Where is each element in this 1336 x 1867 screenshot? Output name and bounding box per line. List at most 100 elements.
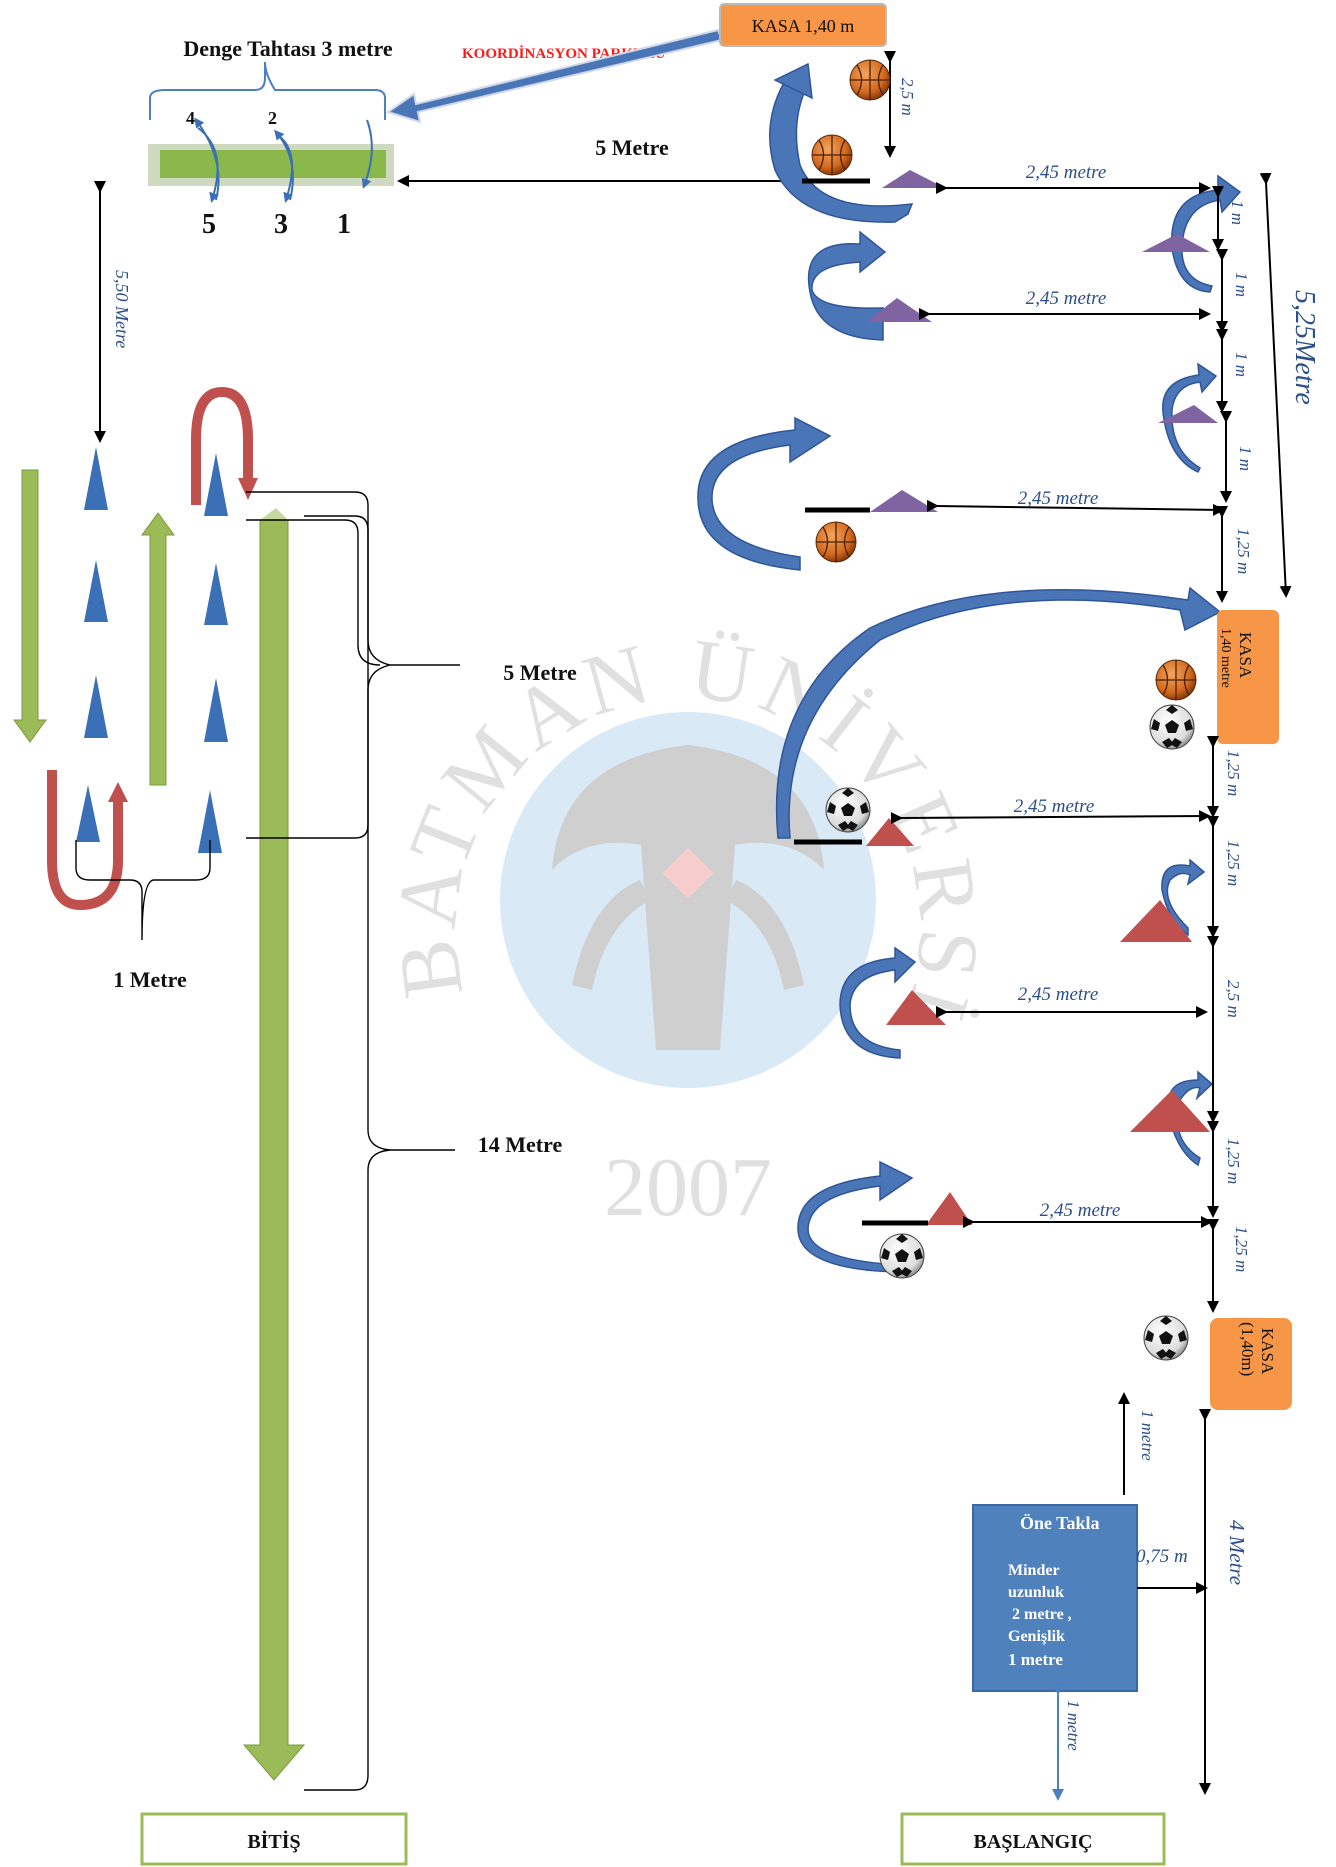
distance-2-45-metre: 2,45 metre xyxy=(1026,288,1107,309)
curved-arrow xyxy=(769,75,914,223)
distance-2-45-metre: 2,45 metre xyxy=(1018,984,1099,1005)
distance-1-metre-down: 1 metre xyxy=(1064,1700,1083,1751)
distance-1-m: 1 m xyxy=(1236,446,1255,471)
curved-arrow xyxy=(1162,362,1218,473)
purple-cone xyxy=(882,170,945,188)
mat-line-5: 1 metre xyxy=(1008,1650,1063,1669)
cone xyxy=(204,678,228,742)
slalom-green-arrows xyxy=(13,469,306,1781)
distance-5-metre-slalom: 5 Metre xyxy=(503,660,577,685)
red-cone xyxy=(1130,1090,1210,1132)
green-arrow-long-down xyxy=(242,519,306,1781)
cone xyxy=(198,790,222,853)
basketball xyxy=(815,521,857,563)
distance-1-m: 1 m xyxy=(1228,200,1247,225)
step-number-2: 2 xyxy=(268,108,277,128)
red-u-arrow-top xyxy=(191,386,253,505)
distance-2-5-m-bottom: 2,5 m xyxy=(1224,980,1243,1018)
distance-5-50-metre: 5,50 Metre xyxy=(112,270,132,348)
slalom-cones xyxy=(76,447,228,853)
mat-line-4: Genişlik xyxy=(1008,1628,1065,1645)
distance-1-25-m: 1,25 m xyxy=(1232,1226,1251,1272)
vault-top-label: KASA 1,40 m xyxy=(752,16,855,36)
cone xyxy=(84,560,108,622)
soccer-ball xyxy=(879,1233,925,1279)
soccer-ball xyxy=(825,787,871,833)
mat-line-3: 2 metre , xyxy=(1012,1606,1072,1623)
curved-arrow xyxy=(797,1160,914,1273)
balance-beam xyxy=(160,150,386,178)
cone xyxy=(84,447,108,510)
beam-brace xyxy=(149,61,386,120)
vault-middle-sub: 1,40 metre xyxy=(1218,628,1233,688)
transfer-arrow-to-beam xyxy=(385,28,724,124)
watermark-diamond xyxy=(662,847,714,899)
mat-forward-roll xyxy=(972,1504,1138,1692)
cone xyxy=(76,785,100,842)
red-cone xyxy=(1120,900,1192,942)
distance-2-45-metre: 2,45 metre xyxy=(1018,488,1099,509)
purple-cone xyxy=(1158,405,1218,423)
distance-2-45-metre: 2,45 metre xyxy=(1014,796,1095,817)
red-cone xyxy=(866,818,914,846)
vault-bottom xyxy=(1210,1318,1292,1410)
basketball xyxy=(811,134,853,176)
distance-1-m: 1 m xyxy=(1232,272,1251,297)
curved-arrow xyxy=(1170,174,1242,293)
cone xyxy=(204,453,228,516)
distance-1-metre-up: 1 metre xyxy=(1138,1410,1157,1461)
distance-1-metre: 1 Metre xyxy=(113,967,187,992)
basketball xyxy=(1155,659,1197,701)
purple-cone xyxy=(1142,234,1210,252)
brace-14-metre xyxy=(304,515,455,1791)
vault-bottom-sub: (1,40m) xyxy=(1238,1322,1257,1376)
step-number-4: 4 xyxy=(186,108,195,128)
vault-middle-label: KASA xyxy=(1236,632,1255,679)
basketball xyxy=(849,59,891,101)
curved-arrow xyxy=(807,230,887,341)
mat-line-1: Minder xyxy=(1008,1562,1060,1579)
finish-label: BİTİŞ xyxy=(247,1829,300,1853)
distance-14-metre: 14 Metre xyxy=(478,1132,563,1157)
curved-arrow xyxy=(839,946,917,1059)
distance-5-metre-top: 5 Metre xyxy=(595,135,669,160)
purple-cone xyxy=(870,490,938,512)
soccer-ball xyxy=(1149,704,1195,750)
step-number-5: 5 xyxy=(202,209,216,240)
distance-1-m: 1 m xyxy=(1232,352,1251,377)
brace-1-metre xyxy=(75,840,211,941)
soccer-ball xyxy=(1143,1315,1189,1361)
cone xyxy=(84,675,108,738)
distance-1-25-m: 1,25 m xyxy=(1224,750,1243,796)
vault-bottom-label: KASA xyxy=(1258,1328,1277,1375)
distance-0-75-m: 0,75 m xyxy=(1136,1546,1188,1567)
green-arrow-down-left xyxy=(13,469,47,743)
mat-title: Öne Takla xyxy=(1020,1513,1100,1533)
step-number-3: 3 xyxy=(274,209,288,240)
watermark-year: 2007 xyxy=(604,1141,772,1234)
balance-beam-label: Denge Tahtası 3 metre xyxy=(183,36,392,61)
distance-2-45-metre: 2,45 metre xyxy=(1040,1200,1121,1221)
green-arrow-up-middle xyxy=(141,512,175,786)
beam-step-arrows xyxy=(194,117,373,203)
step-number-1: 1 xyxy=(337,209,351,240)
vault-top xyxy=(719,3,887,47)
curved-arrow-long xyxy=(775,586,1222,839)
arrow-2-45-metre xyxy=(890,810,1211,825)
finish-box xyxy=(140,1812,408,1866)
red-cones xyxy=(866,818,1210,1225)
start-box xyxy=(900,1812,1166,1866)
purple-cones xyxy=(866,170,1218,512)
arrow-2-45-metre xyxy=(926,499,1225,516)
red-cone xyxy=(886,990,946,1025)
red-u-arrow-bottom xyxy=(47,770,123,911)
vertical-chain-top xyxy=(1212,172,1292,603)
distance-1-25-m: 1,25 m xyxy=(1224,1138,1243,1184)
distance-2-45-metre: 2,45 metre xyxy=(1026,162,1107,183)
cone xyxy=(204,563,228,625)
curved-arrow xyxy=(1161,858,1206,937)
distance-5-25-metre: 5,25Metre xyxy=(1289,290,1320,405)
curved-arrow xyxy=(697,416,832,571)
distance-2-5-m-top: 2,5 m xyxy=(898,78,917,116)
